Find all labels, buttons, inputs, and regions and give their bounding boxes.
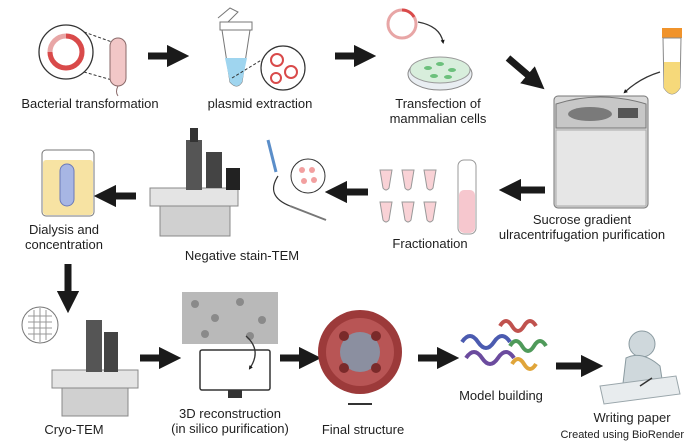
microtube-plasmid-icon [217,7,306,91]
cryo-tem-icon [21,306,139,417]
cell-dish-icon [386,8,473,91]
bacteria-transformation-icon [38,24,127,97]
arrow-3 [505,55,545,90]
label-bacterial-transformation: Bacterial transformation [21,96,159,111]
protein-model-icon [460,319,548,371]
tem-microscope-icon [149,128,327,237]
person-writing-icon [599,330,681,405]
micrograph-monitor-icon [182,292,278,398]
label-writing-paper: Writing paper [593,410,671,425]
ultracentrifuge-icon [553,95,649,209]
capsid-structure-icon [318,310,402,405]
label-cryo-tem: Cryo-TEM [44,422,104,437]
label-negative-stain: Negative stain-TEM [184,248,300,263]
credit-text: Created using BioRender [560,429,684,441]
label-plasmid-extraction: plasmid extraction [207,96,313,111]
label-final-structure: Final structure [321,422,405,437]
label-fractionation: Fractionation [392,236,468,251]
dialysis-beaker-icon [41,149,95,217]
label-model-building: Model building [459,388,543,403]
falcon-tube-icon [623,28,682,95]
fraction-tubes-icon [379,159,477,235]
label-3d-reconstruction: 3D reconstruction(in silico purification… [171,406,289,436]
